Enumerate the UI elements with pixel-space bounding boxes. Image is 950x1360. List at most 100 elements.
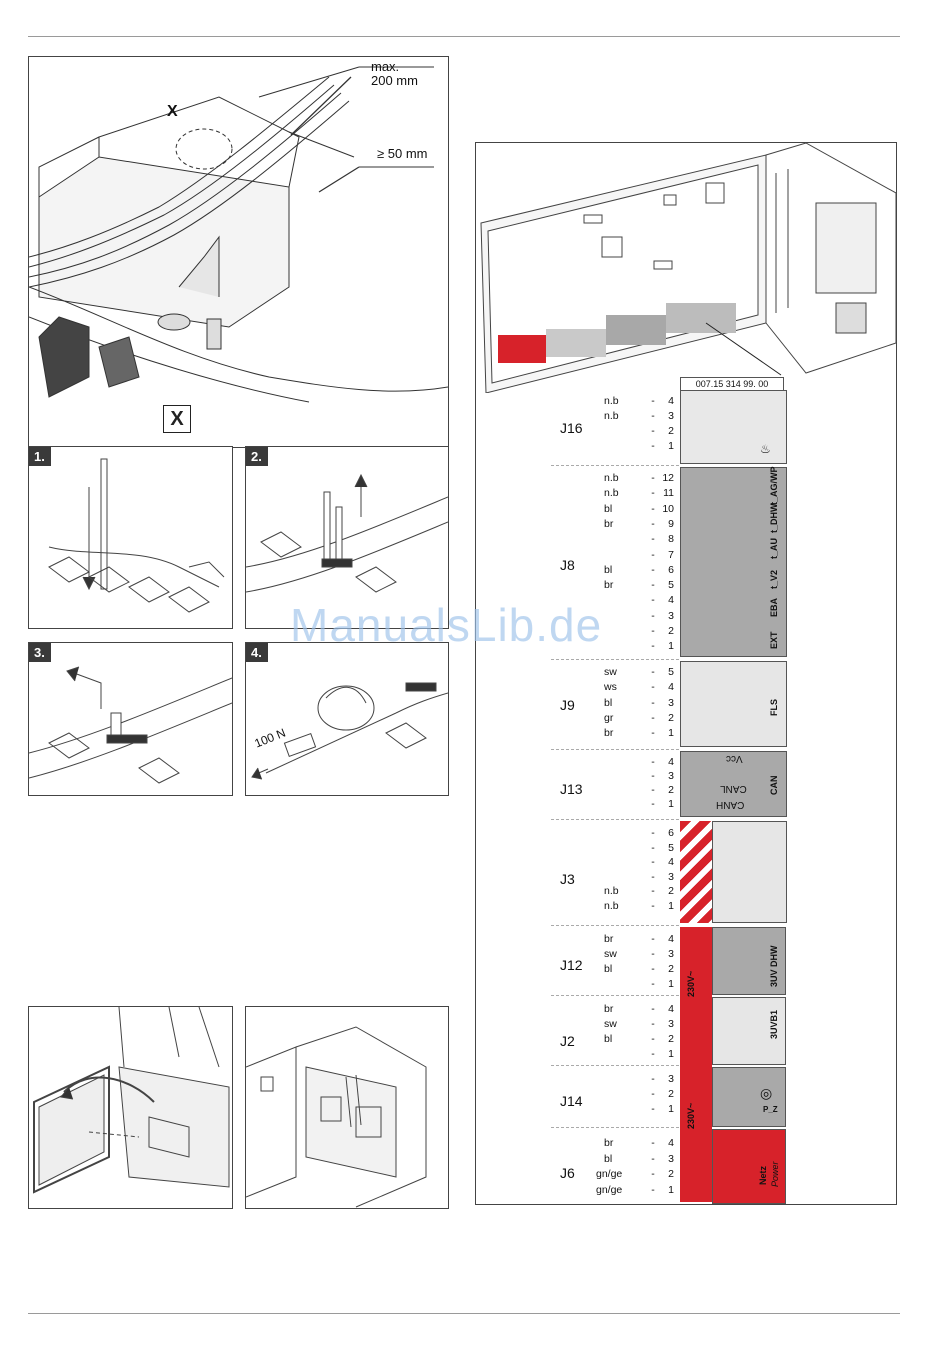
- j8-label-tau: t_AU: [769, 537, 779, 559]
- j2-pin-3: sw-3: [604, 1018, 674, 1030]
- cable-routing-figure: max. 200 mm ≥ 50 mm X X: [28, 56, 449, 448]
- j13-pin-2: -2: [651, 784, 674, 796]
- j14-label-pz: P_Z: [763, 1105, 778, 1114]
- j6-pin-1: gn/ge-1: [596, 1183, 674, 1196]
- j13-signal-canl: CANL: [720, 783, 747, 794]
- cover-removed-illustration: [246, 1026, 427, 1208]
- j16-pin-1: -1: [651, 440, 674, 452]
- j8-pin-1: -1: [651, 640, 674, 653]
- j8-color-band: [680, 467, 787, 657]
- j9-pin-1: br-1: [604, 727, 674, 740]
- j16-color-band: [680, 390, 787, 464]
- j2-label-3uvb1: 3UVB1: [769, 1009, 779, 1039]
- j9-pin-5: sw-5: [604, 666, 674, 678]
- j2-label: J2: [560, 1033, 575, 1049]
- connector-j6: J6 br-4 bl-3 gn/ge-2 gn/ge-1 Netz Power: [476, 1129, 786, 1204]
- j13-pin-1: -1: [651, 798, 674, 810]
- step-3-illustration: [29, 666, 232, 784]
- dim-max-label: max.: [371, 59, 400, 74]
- j3-pin-2: n.b-2: [604, 885, 674, 897]
- cover-open-illustration: [33, 1007, 230, 1194]
- j14-label: J14: [560, 1093, 583, 1109]
- j8-label-tag: t_AG/WP: [769, 466, 779, 505]
- j12-label: J12: [560, 957, 583, 973]
- j9-pin-2: gr-2: [604, 711, 674, 724]
- j9-pin-4: ws-4: [604, 681, 674, 694]
- j8-pin-12: n.b-12: [604, 472, 674, 484]
- j2-pin-4: br-4: [604, 1003, 674, 1015]
- unit-illustration: [29, 66, 448, 403]
- j12-pin-3: sw-3: [604, 948, 674, 960]
- connector-j14: J14 -3 -2 -1 ◎ P_Z: [476, 1067, 786, 1127]
- cover-open-figure: [28, 1006, 233, 1209]
- j14-pin-2: -2: [651, 1088, 674, 1100]
- j16-pin-2: -2: [651, 425, 674, 437]
- j8-pin-6: bl-6: [604, 563, 674, 576]
- dim-min-label: ≥ 50 mm: [377, 146, 428, 161]
- j6-label-netz: Netz: [758, 1165, 768, 1185]
- heating-element-icon: ♨: [760, 442, 771, 456]
- step-1-badge: 1.: [29, 447, 51, 466]
- j12-pin-2: bl-2: [604, 963, 674, 975]
- step-4-illustration: [251, 682, 448, 780]
- j8-label-ext: EXT: [769, 631, 779, 649]
- high-voltage-band: [680, 927, 712, 1202]
- step-3-badge: 3.: [29, 643, 51, 662]
- j16-pin-3: n.b-3: [604, 410, 674, 422]
- j12-pin-1: -1: [651, 978, 674, 990]
- step-2-illustration: [246, 473, 448, 593]
- j8-pin-3: -3: [651, 609, 674, 622]
- j8-pin-7: -7: [651, 548, 674, 561]
- dim-max-value: 200 mm: [371, 73, 418, 88]
- j8-pin-2: -2: [651, 625, 674, 637]
- connector-j16: J16 n.b-4 n.b-3 -2 -1 ♨: [476, 390, 787, 464]
- j13-pin-4: -4: [651, 756, 674, 768]
- step-1-figure: 1.: [28, 446, 233, 629]
- callout-x: X: [167, 103, 178, 120]
- j6-label: J6: [560, 1165, 575, 1181]
- j13-color-band: [680, 751, 787, 817]
- j8-label-eba: EBA: [769, 597, 779, 617]
- step-2-figure: 2.: [245, 446, 449, 629]
- step-4-badge: 4.: [246, 643, 268, 662]
- watermark: ManualsLib.de: [290, 599, 603, 651]
- j13-signal-vcc: Vcc: [726, 753, 743, 764]
- j6-label-power: Power: [770, 1161, 780, 1187]
- j13-pin-3: -3: [651, 770, 674, 782]
- j14-pin-3: -3: [651, 1073, 674, 1085]
- j3-pin-4: -4: [651, 856, 674, 868]
- step-1-illustration: [48, 458, 225, 613]
- pump-icon: ◎: [760, 1085, 773, 1101]
- j3-label: J3: [560, 871, 575, 887]
- j8-pin-9: br-9: [604, 517, 674, 530]
- j9-label: J9: [560, 697, 575, 713]
- j12-color-band: [712, 927, 786, 995]
- step-2-badge: 2.: [246, 447, 268, 466]
- j13-signal-canh: CANH: [716, 799, 745, 810]
- j8-pin-10: bl-10: [604, 502, 674, 515]
- j6-color-band: [712, 1129, 786, 1204]
- j12-label-3uv: 3UV DHW: [769, 945, 779, 987]
- connector-j12: J12 br-4 sw-3 bl-2 -1 3UV DHW: [476, 927, 786, 995]
- j8-pin-4: -4: [651, 594, 674, 607]
- step-4-figure: 4. 100 N: [245, 642, 449, 796]
- j12-pin-4: br-4: [604, 933, 674, 945]
- j2-pin-2: bl-2: [604, 1033, 674, 1045]
- connector-j13: J13 -4-3-2-1 CAN Vcc CANL CANH: [476, 751, 787, 817]
- j3-pin-1: n.b-1: [604, 899, 674, 912]
- j6-pin-3: bl-3: [604, 1152, 674, 1165]
- j14-pin-1: -1: [651, 1103, 674, 1115]
- footer-rule: [28, 1313, 900, 1314]
- j6-pin-4: br-4: [604, 1137, 674, 1149]
- j14-color-band: [712, 1067, 786, 1127]
- j8-label-tdhw: t_DHW: [769, 503, 779, 534]
- j6-pin-2: gn/ge-2: [596, 1168, 674, 1180]
- j9-color-band: [680, 661, 787, 747]
- j8-pin-8: -8: [651, 533, 674, 546]
- cover-removed-figure: [245, 1006, 449, 1209]
- j3-pin-6: -6: [651, 827, 674, 839]
